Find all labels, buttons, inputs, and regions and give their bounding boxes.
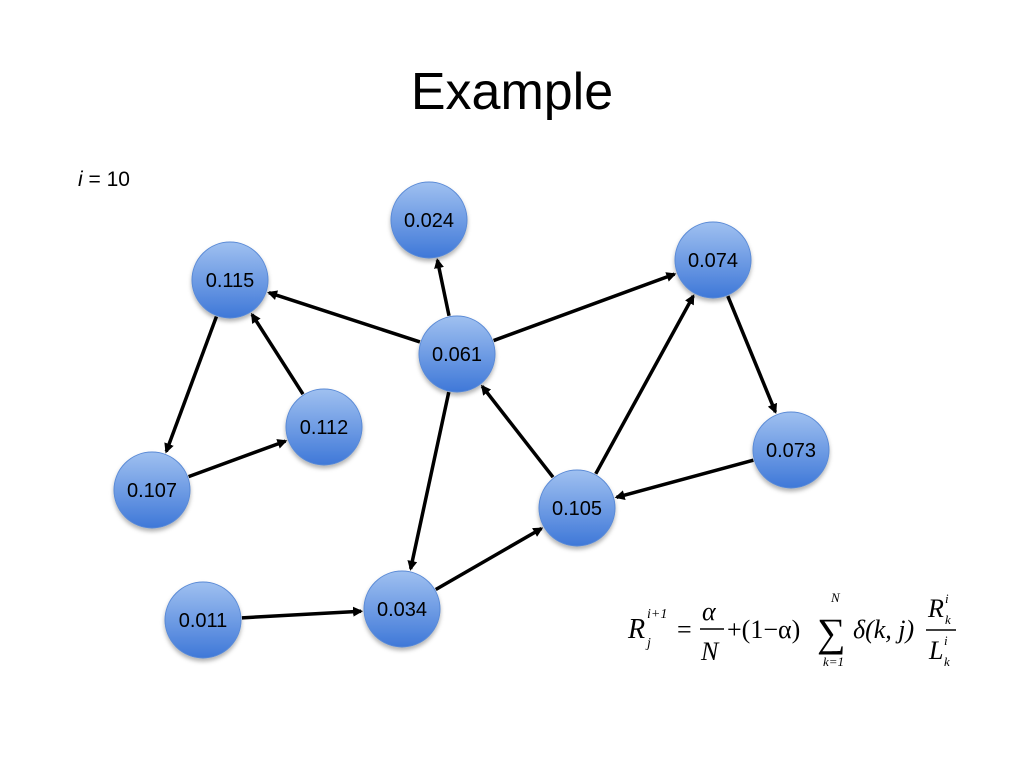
node-label: 0.034 bbox=[377, 599, 427, 621]
formula-num: R bbox=[927, 594, 944, 623]
node-label: 0.105 bbox=[552, 498, 602, 520]
formula-num-sub: k bbox=[945, 612, 951, 627]
edge-n115-to-n107 bbox=[164, 315, 219, 454]
slide-title: Example bbox=[410, 63, 614, 121]
node-label: 0.112 bbox=[300, 417, 349, 439]
node-circle bbox=[113, 451, 191, 529]
node-n107: 0.107 bbox=[113, 451, 191, 529]
node-circle bbox=[164, 581, 242, 659]
node-label: 0.074 bbox=[688, 250, 738, 272]
edge-n061-to-n024 bbox=[434, 258, 451, 317]
formula-den-sub: k bbox=[944, 654, 950, 669]
edge-n061-to-n034 bbox=[407, 391, 451, 571]
formula-lhs-sub: j bbox=[645, 636, 651, 651]
node-n034: 0.034 bbox=[363, 570, 441, 648]
formula-delta: δ(k, j) bbox=[853, 615, 914, 644]
edge-n034-to-n105 bbox=[434, 526, 544, 592]
node-label: 0.073 bbox=[766, 440, 816, 462]
edge-n107-to-n112 bbox=[188, 439, 288, 479]
node-circle bbox=[674, 221, 752, 299]
formula-num-sup: i bbox=[945, 591, 949, 606]
formula-plus-term: +(1−α) bbox=[727, 615, 800, 644]
edge-n011-to-n034 bbox=[241, 606, 364, 620]
formula-den: L bbox=[928, 636, 943, 665]
node-label: 0.011 bbox=[179, 610, 228, 632]
edge-n112-to-n115 bbox=[250, 312, 305, 396]
edge-n061-to-n074 bbox=[493, 272, 677, 343]
node-n105: 0.105 bbox=[538, 469, 616, 547]
node-n061: 0.061 bbox=[418, 315, 496, 393]
formula-equals: = bbox=[677, 615, 692, 644]
formula-alpha: α bbox=[702, 597, 717, 626]
node-label: 0.115 bbox=[206, 270, 255, 292]
node-n112: 0.112 bbox=[285, 388, 363, 466]
node-circle bbox=[390, 181, 468, 259]
node-n115: 0.115 bbox=[191, 241, 269, 319]
formula-den-sup: i bbox=[944, 633, 948, 648]
formula-lhs-sup: i+1 bbox=[647, 607, 667, 622]
node-n073: 0.073 bbox=[752, 411, 830, 489]
edge-n105-to-n061 bbox=[480, 384, 555, 479]
edges-layer bbox=[164, 258, 778, 620]
nodes-layer: 0.024 0.115 0.074 0.061 0.112 0.073 0.107 0.105… bbox=[113, 181, 830, 659]
node-label: 0.024 bbox=[404, 210, 454, 232]
node-circle bbox=[285, 388, 363, 466]
node-circle bbox=[363, 570, 441, 648]
iteration-value: = 10 bbox=[88, 168, 130, 191]
formula-N: N bbox=[700, 637, 720, 666]
formula-sum-lower: k=1 bbox=[823, 654, 844, 669]
formula-sum-upper: N bbox=[830, 590, 841, 605]
edge-n105-to-n074 bbox=[594, 294, 695, 475]
formula-lhs: R bbox=[627, 614, 645, 645]
node-circle bbox=[752, 411, 830, 489]
node-n024: 0.024 bbox=[390, 181, 468, 259]
node-circle bbox=[191, 241, 269, 319]
pagerank-formula: R i+1 j = α N +(1−α) N ∑ k=1 δ(k, j) R i… bbox=[627, 590, 956, 669]
iteration-variable: i bbox=[78, 168, 83, 191]
node-label: 0.107 bbox=[127, 480, 177, 502]
node-n074: 0.074 bbox=[674, 221, 752, 299]
edge-n061-to-n115 bbox=[267, 290, 421, 344]
formula-sum: ∑ bbox=[817, 610, 846, 655]
iteration-label: i = 10 bbox=[78, 168, 130, 192]
node-label: 0.061 bbox=[432, 344, 482, 366]
node-n011: 0.011 bbox=[164, 581, 242, 659]
node-circle bbox=[538, 469, 616, 547]
node-circle bbox=[418, 315, 496, 393]
edge-n074-to-n073 bbox=[726, 295, 778, 414]
edge-n073-to-n105 bbox=[614, 458, 754, 501]
